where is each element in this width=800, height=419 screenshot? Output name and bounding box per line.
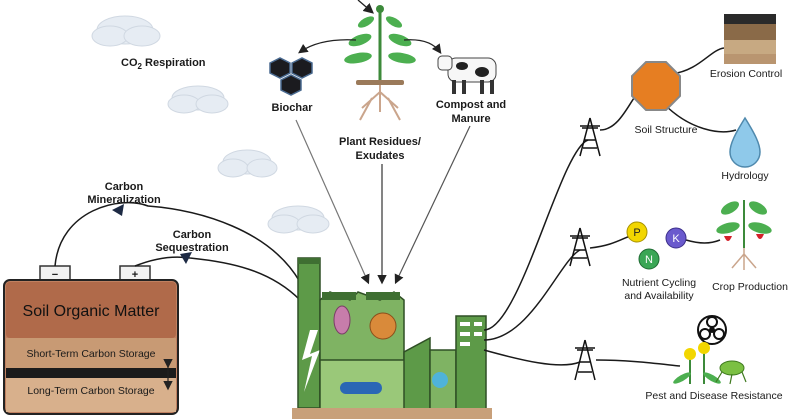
pest-disease-label: Pest and Disease Resistance	[645, 390, 782, 402]
dandelion-insect-icon	[673, 342, 747, 385]
power-tower-icon	[579, 117, 601, 157]
biochar-input-arrow	[295, 119, 370, 285]
plant-to-compost-arrow	[403, 39, 442, 54]
power-tower-icon	[574, 339, 596, 381]
carbon-mineralization-line1: Carbon	[105, 181, 144, 193]
nutrient-k-icon: K	[665, 227, 687, 249]
octagon-icon	[631, 61, 681, 111]
water-drop-icon	[729, 116, 761, 168]
carbon-mineralization-wire	[54, 201, 301, 283]
plant-icon	[344, 5, 416, 121]
compost-input-arrow	[394, 125, 471, 285]
factory-icon	[292, 257, 492, 419]
sequestration-arrowhead	[180, 252, 192, 264]
battery-plus: +	[132, 269, 138, 281]
soil-structure-wire	[483, 139, 589, 331]
compost-label-line1: Compost and	[436, 99, 506, 111]
soil-organic-matter-label: Soil Organic Matter	[23, 303, 161, 320]
nutrient-cycling-line2: and Availability	[624, 290, 694, 302]
pest-wire	[483, 349, 581, 366]
carbon-mineralization-line2: Mineralization	[87, 194, 161, 206]
biochar-icon	[269, 57, 313, 96]
plant-to-biochar-arrow	[298, 39, 357, 54]
carbon-sequestration-wire	[134, 256, 301, 301]
nutrient-cycling-line1: Nutrient Cycling	[622, 277, 696, 289]
biohazard-icon	[697, 315, 727, 345]
battery-icon: − +	[3, 265, 179, 415]
soil-layers-icon	[724, 14, 776, 64]
svg-text:K: K	[672, 233, 680, 245]
power-tower-icon	[569, 227, 591, 267]
long-term-storage-label: Long-Term Carbon Storage	[27, 385, 154, 397]
biochar-label: Biochar	[272, 102, 314, 114]
mineralization-arrowhead	[112, 204, 124, 216]
cloud-icon	[91, 15, 161, 47]
input-arrow	[357, 0, 374, 14]
cloud-icon	[267, 205, 330, 234]
nutrient-p-icon: P	[626, 221, 648, 243]
nutrient-n-icon: N	[638, 248, 660, 270]
hydrology-label: Hydrology	[721, 170, 769, 182]
nutrient-wire	[483, 249, 581, 341]
svg-text:P: P	[633, 227, 640, 239]
svg-text:N: N	[645, 254, 653, 266]
cloud-icon	[167, 85, 229, 114]
battery-minus: −	[52, 269, 58, 281]
carbon-sequestration-line1: Carbon	[173, 229, 212, 241]
erosion-control-label: Erosion Control	[710, 68, 782, 80]
compost-label-line2: Manure	[451, 113, 490, 125]
plant-residues-label-line1: Plant Residues/	[339, 136, 421, 148]
carbon-sequestration-line2: Sequestration	[155, 242, 229, 254]
soil-structure-label: Soil Structure	[634, 124, 697, 136]
crop-production-label: Crop Production	[712, 281, 788, 293]
short-term-storage-label: Short-Term Carbon Storage	[27, 348, 156, 360]
plant-residues-label-line2: Exudates	[356, 150, 405, 162]
cloud-icon	[217, 149, 278, 178]
co2-respiration-label: CO2 Respiration	[121, 57, 206, 71]
cow-icon	[437, 55, 497, 94]
strawberry-plant-icon	[716, 200, 772, 270]
